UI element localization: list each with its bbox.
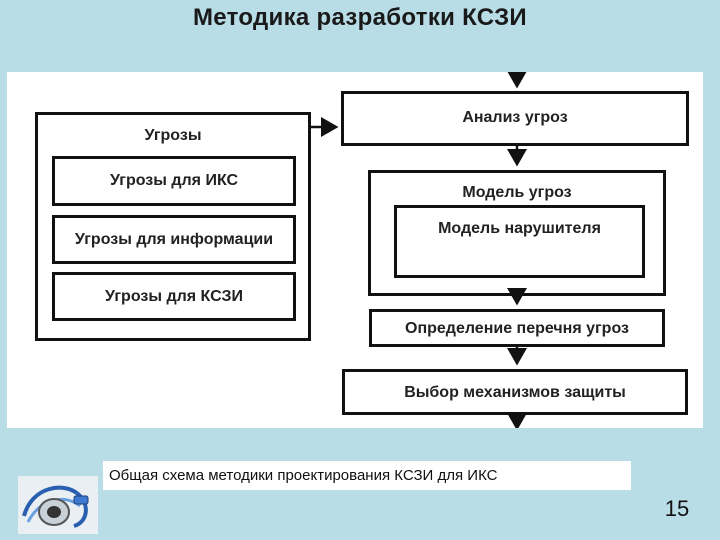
threat-item-iks: Угрозы для ИКС <box>52 156 296 206</box>
flow-arrows <box>311 72 527 428</box>
threat-item-kszi: Угрозы для КСЗИ <box>52 272 296 321</box>
diagram-panel: Угрозы Угрозы для ИКС Угрозы для информа… <box>7 72 703 428</box>
diagram-caption: Общая схема методики проектирования КСЗИ… <box>103 461 631 490</box>
page-number: 15 <box>664 496 690 521</box>
step-threat-analysis: Анализ угроз <box>341 91 689 146</box>
slide-title: Методика разработки КСЗИ <box>193 4 527 31</box>
network-cable-logo-icon <box>18 476 98 534</box>
threat-item-information: Угрозы для информации <box>52 215 296 264</box>
step-intruder-model: Модель нарушителя <box>394 205 645 278</box>
threats-group-label: Угрозы <box>144 127 202 144</box>
step-threat-list: Определение перечня угроз <box>369 309 665 347</box>
